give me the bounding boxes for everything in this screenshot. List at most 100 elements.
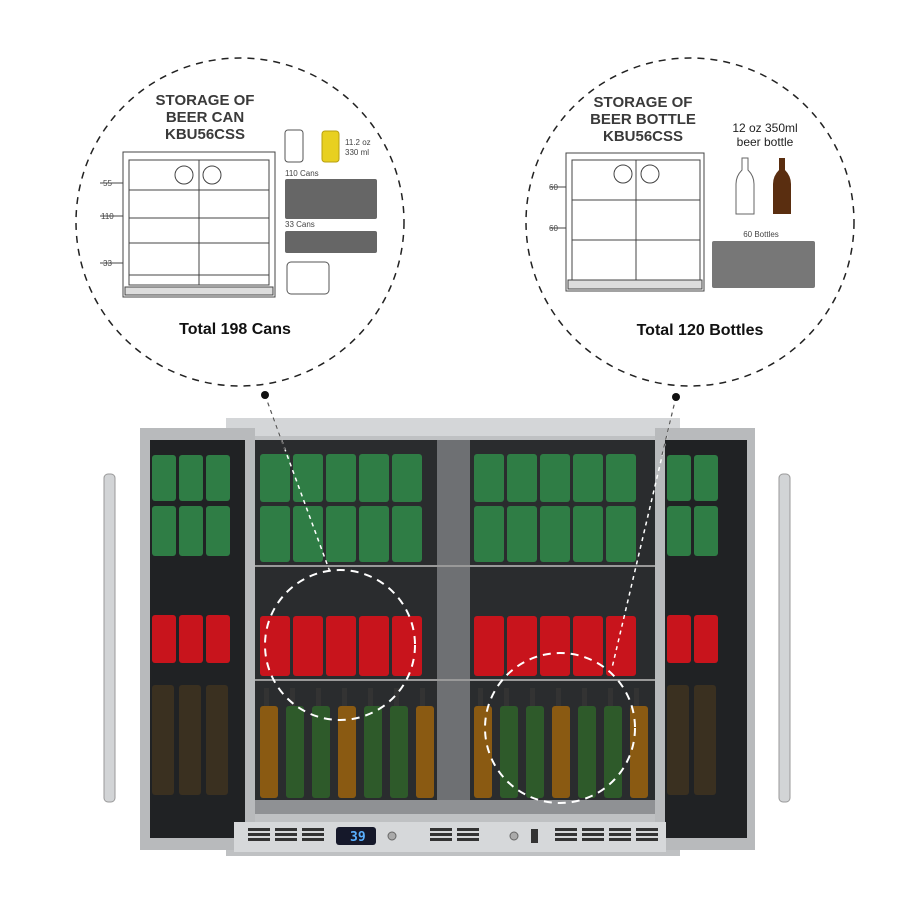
vent-slot [555, 838, 577, 841]
cola-can [260, 616, 290, 676]
temperature-display [336, 827, 376, 845]
tray-label: 33 Cans [285, 220, 315, 229]
vent-slot [582, 833, 604, 836]
door-rack-icon [286, 261, 330, 295]
green-beer-can [260, 506, 290, 562]
door-green-can [152, 506, 176, 556]
shelf-label: 33 [103, 259, 112, 268]
vent-slot [302, 833, 324, 836]
right-door-handle[interactable] [778, 473, 791, 803]
can-outline-icon [284, 129, 304, 163]
vent-slot [302, 828, 324, 831]
callout-circle [525, 57, 855, 387]
pointer-dot [672, 393, 680, 401]
bottle-total: Total 120 Bottles [637, 322, 764, 339]
tray-label: 60 Bottles [743, 230, 779, 239]
bottle-neck [420, 688, 425, 708]
vent-slot [248, 828, 270, 831]
shelf-label: 110 [101, 212, 114, 221]
door-green-can [694, 455, 718, 501]
pointer-line [661, 396, 677, 456]
shelf-label: 60 [549, 224, 558, 233]
vent-slot [457, 833, 479, 836]
vent-slot [555, 828, 577, 831]
light-switch[interactable] [531, 829, 538, 843]
door-cola-can [152, 615, 176, 663]
cola-can [474, 616, 504, 676]
lock-icon[interactable] [509, 831, 519, 841]
door-green-can [206, 455, 230, 501]
bottle-zoom-indicator [484, 652, 636, 804]
bottle-neck [530, 688, 535, 708]
vent-slot [582, 828, 604, 831]
vent-slot [275, 828, 297, 831]
vent-slot [275, 838, 297, 841]
vent-slot [430, 833, 452, 836]
bottle-neck [290, 688, 295, 708]
bottle-neck [556, 688, 561, 708]
door-green-can [694, 506, 718, 556]
door-cola-can [206, 615, 230, 663]
bottle-size: beer bottle [737, 135, 794, 149]
door-bottle [152, 685, 174, 795]
bottle-neck [504, 688, 509, 708]
bottle-outline-icon [735, 157, 755, 215]
lock-icon[interactable] [387, 831, 397, 841]
callout-title-line: BEER BOTTLE [590, 111, 696, 128]
yellow-can-icon [321, 130, 340, 163]
callout-title-line: KBU56CSS [603, 128, 683, 145]
green-beer-can [606, 506, 636, 562]
bottle-neck [634, 688, 639, 708]
green-beer-can [326, 506, 356, 562]
door-green-can [179, 455, 203, 501]
display-temperature: 39 [350, 830, 366, 845]
cola-can [573, 616, 603, 676]
door-cola-can [694, 615, 718, 663]
beer-bottle [474, 706, 492, 798]
vent-slot [609, 838, 631, 841]
green-beer-can [326, 454, 356, 502]
cola-can [392, 616, 422, 676]
left-door-handle[interactable] [103, 473, 116, 803]
vent-slot [457, 838, 479, 841]
fridge-floor [255, 800, 655, 814]
green-beer-can [474, 506, 504, 562]
vent-slot [636, 838, 658, 841]
door-green-can [667, 455, 691, 501]
can-zoom-indicator [264, 569, 416, 721]
green-beer-can [260, 454, 290, 502]
can-total: Total 198 Cans [179, 321, 291, 338]
door-bottle [206, 685, 228, 795]
green-beer-can [507, 506, 537, 562]
bottle-tray-60 [712, 241, 815, 288]
green-beer-can [293, 506, 323, 562]
cola-can [293, 616, 323, 676]
bottle-neck [316, 688, 321, 708]
door-green-can [152, 455, 176, 501]
can-size: 330 ml [345, 148, 369, 157]
callout-title-line: BEER CAN [166, 109, 244, 126]
vent-slot [636, 833, 658, 836]
green-beer-can [293, 454, 323, 502]
beer-bottle [416, 706, 434, 798]
pointer-dot [261, 391, 269, 399]
cola-can [359, 616, 389, 676]
can-tray-33 [285, 231, 377, 253]
can-storage-callout: STORAGE OF BEER CAN KBU56CSS 55 110 33 1… [75, 57, 405, 387]
bottle-neck [368, 688, 373, 708]
beer-bottle [526, 706, 544, 798]
bottle-neck [264, 688, 269, 708]
vent-slot [275, 833, 297, 836]
beer-bottle [630, 706, 648, 798]
bottle-neck [342, 688, 347, 708]
pointer-line [264, 394, 286, 451]
vent-slot [555, 833, 577, 836]
beer-bottle [338, 706, 356, 798]
beer-bottle [604, 706, 622, 798]
vent-slot [457, 828, 479, 831]
vent-slot [609, 833, 631, 836]
beer-bottle [286, 706, 304, 798]
beer-bottle [578, 706, 596, 798]
bottle-neck [478, 688, 483, 708]
